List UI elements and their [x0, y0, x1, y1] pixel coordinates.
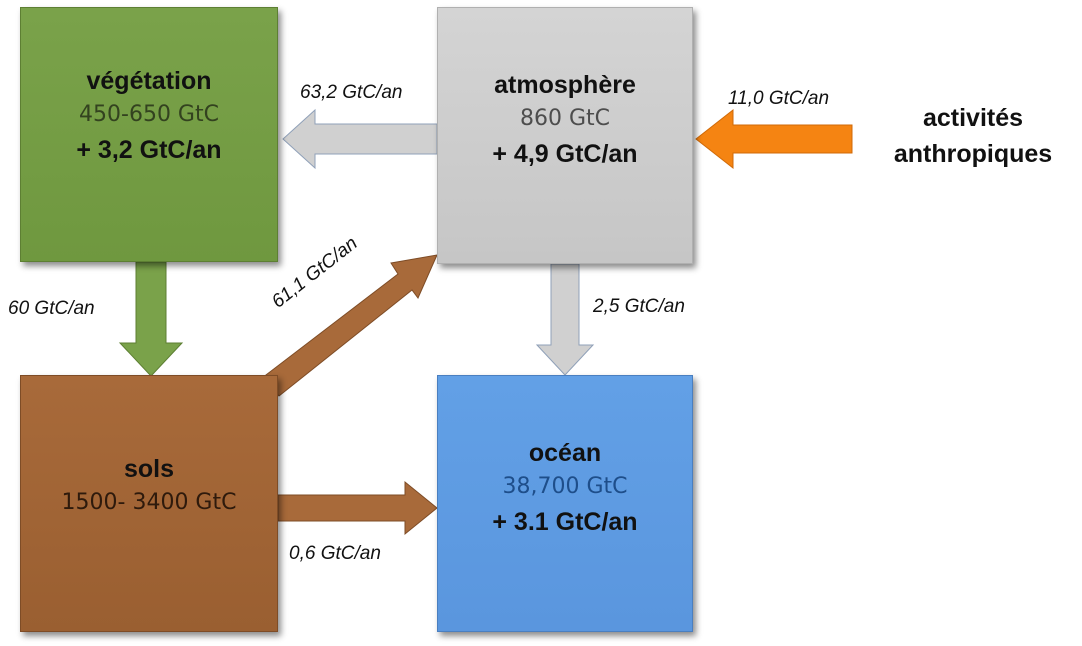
arrow-sols-to-atmosphere — [261, 254, 438, 397]
vegetation-stock: 450-650 GtC — [79, 102, 219, 127]
arrow-vegetation-to-sols — [118, 261, 184, 377]
ocean-change: + 3.1 GtC/an — [492, 508, 638, 536]
flux-label-vegetation-to-sols: 60 GtC/an — [8, 298, 95, 319]
arrow-atmosphere-to-vegetation — [282, 108, 438, 170]
anthropic-label-line1: activités — [922, 104, 1024, 132]
reservoir-atmosphere: atmosphère 860 GtC + 4,9 GtC/an — [437, 7, 693, 264]
reservoir-ocean: océan 38,700 GtC + 3.1 GtC/an — [437, 375, 693, 632]
arrow-atmosphere-to-ocean — [535, 263, 595, 376]
ocean-stock: 38,700 GtC — [502, 474, 628, 499]
anthropic-label-line2: anthropiques — [893, 140, 1053, 168]
anthropic-source-label: activités anthropiques — [858, 100, 1082, 172]
vegetation-title: végétation — [86, 67, 212, 95]
atmosphere-title: atmosphère — [494, 71, 636, 99]
vegetation-change: + 3,2 GtC/an — [76, 136, 222, 164]
arrow-sols-to-ocean — [277, 480, 438, 536]
flux-label-atmosphere-to-vegetation: 63,2 GtC/an — [300, 82, 403, 103]
arrow-anthropic-to-atmosphere — [695, 108, 853, 170]
flux-label-anthropic-to-atmosphere: 11,0 GtC/an — [728, 88, 830, 109]
sols-stock: 1500- 3400 GtC — [61, 490, 237, 515]
ocean-title: océan — [528, 439, 602, 467]
reservoir-sols: sols 1500- 3400 GtC — [20, 375, 278, 632]
atmosphere-change: + 4,9 GtC/an — [492, 140, 638, 168]
flux-label-atmosphere-to-ocean: 2,5 GtC/an — [593, 296, 685, 317]
reservoir-vegetation: végétation 450-650 GtC + 3,2 GtC/an — [20, 7, 278, 262]
atmosphere-stock: 860 GtC — [519, 106, 611, 131]
flux-label-sols-to-ocean: 0,6 GtC/an — [289, 543, 381, 564]
sols-title: sols — [123, 455, 175, 483]
